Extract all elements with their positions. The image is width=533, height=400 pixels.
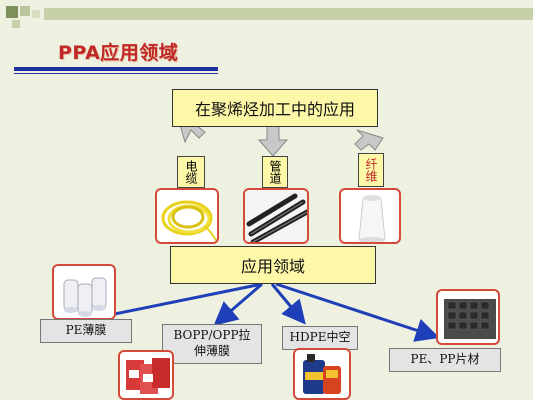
title-underline-thin	[14, 73, 218, 74]
center-box: 应用领域	[170, 246, 376, 284]
cable-coil-photo	[155, 188, 219, 244]
label-bopp-line2: 伸薄膜	[193, 344, 230, 358]
sheet-tray-photo	[436, 289, 500, 345]
upper-arrow-middle	[257, 125, 289, 157]
tag-fiber: 纤维	[358, 153, 384, 187]
containers-photo	[293, 348, 351, 400]
arrow-to-bopp	[213, 282, 263, 326]
title-underline	[14, 67, 218, 71]
arrow-to-hdpe	[270, 283, 306, 325]
arrow-to-sheet	[275, 282, 440, 342]
pipes-photo	[243, 188, 309, 244]
corner-square	[6, 6, 18, 18]
label-pe-film: PE薄膜	[40, 319, 132, 343]
label-bopp-film: BOPP/OPP拉 伸薄膜	[162, 324, 262, 364]
label-sheet: PE、PP片材	[389, 348, 501, 372]
top-band	[44, 8, 533, 20]
label-hdpe: HDPE中空	[282, 326, 358, 350]
label-bopp-line1: BOPP/OPP拉	[173, 328, 251, 343]
tag-pipe: 管道	[262, 156, 288, 188]
tag-cable: 电缆	[177, 156, 205, 188]
snack-bags-photo	[118, 350, 174, 400]
arrow-to-pe-film	[89, 282, 263, 327]
fiber-spool-photo	[339, 188, 401, 244]
upper-arrow-right	[354, 129, 384, 151]
corner-square	[12, 20, 20, 28]
slide-title: PPA应用领域	[58, 42, 179, 64]
top-box: 在聚烯烃加工中的应用	[172, 89, 378, 127]
film-rolls-photo	[52, 264, 116, 320]
corner-square	[32, 10, 40, 18]
corner-square	[20, 6, 30, 16]
